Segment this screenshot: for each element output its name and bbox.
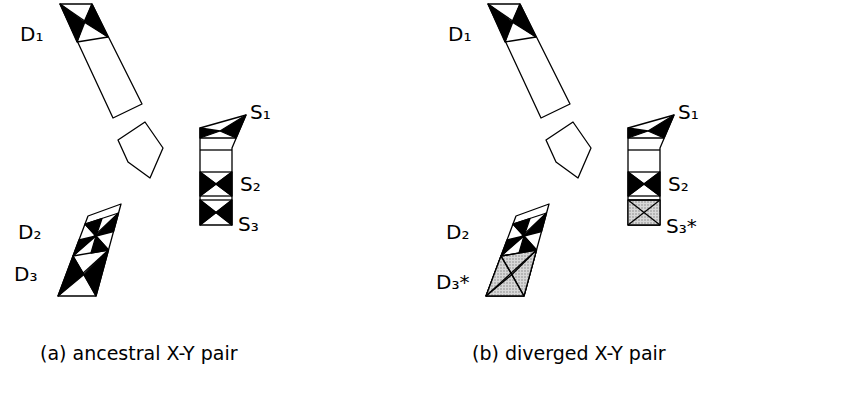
band-label: D₂	[18, 220, 41, 244]
diverged-pair	[486, 4, 674, 296]
caption: (b) diverged X-Y pair	[472, 342, 666, 365]
band-label: S₁	[678, 100, 699, 124]
band-label: S₁	[250, 100, 271, 124]
band-label: D₃*	[436, 270, 469, 294]
band-label: D₃	[14, 262, 37, 286]
band-label: D₂	[446, 220, 469, 244]
caption: (a) ancestral X-Y pair	[40, 342, 238, 365]
band-label: D₁	[20, 22, 43, 46]
ancestral-pair	[58, 4, 246, 296]
band-label: S₂	[240, 172, 261, 196]
band-label: S₂	[668, 172, 689, 196]
band-label: D₁	[448, 22, 471, 46]
band-label: S₃	[238, 212, 259, 236]
band-label: S₃*	[666, 214, 697, 238]
